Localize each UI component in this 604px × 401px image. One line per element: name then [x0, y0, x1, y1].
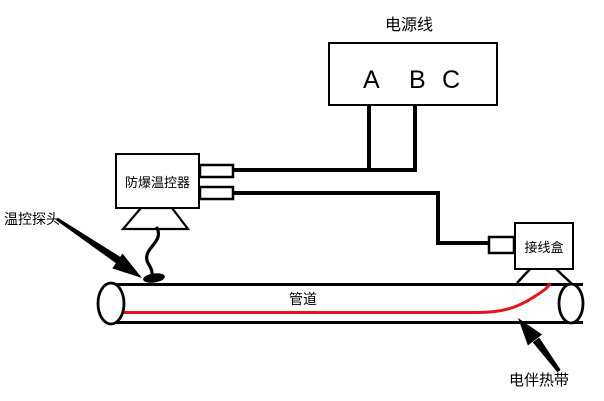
- controller-label: 防爆温控器: [124, 174, 190, 190]
- power-box: A B C: [328, 42, 498, 106]
- controller-box: 防爆温控器: [115, 153, 200, 209]
- junction-leg-left: [516, 268, 531, 284]
- tape-arrow-head-icon: [518, 318, 543, 346]
- junction-box-label: 接线盒: [524, 239, 564, 255]
- power-line-label: 电源线: [385, 17, 434, 34]
- probe-arrow-head-icon: [112, 253, 142, 278]
- probe-arrow-shaft: [56, 217, 124, 266]
- phase-b-label: B: [409, 66, 426, 94]
- heat-tape-label: 电伴热带: [509, 372, 570, 389]
- junction-box: 接线盒: [514, 222, 574, 270]
- pipe-left-end: [96, 281, 126, 326]
- controller-terminal-top: [198, 163, 235, 179]
- phase-a-label: A: [363, 66, 380, 94]
- probe-sensor: [143, 273, 165, 283]
- phase-c-label: C: [442, 66, 461, 94]
- junction-terminal: [487, 235, 516, 255]
- probe-label: 温控探头: [4, 211, 60, 227]
- heat-tape-line: [118, 282, 551, 314]
- probe-wire: [145, 226, 160, 275]
- controller-terminal-bottom: [198, 185, 235, 201]
- junction-leg-right: [555, 268, 573, 285]
- controller-stand: [120, 206, 191, 231]
- tape-arrow-shaft: [532, 337, 561, 373]
- pipe-label: 管道: [289, 291, 317, 307]
- pipe-right-end: [557, 282, 585, 325]
- controller-to-junction-wire: [231, 191, 490, 245]
